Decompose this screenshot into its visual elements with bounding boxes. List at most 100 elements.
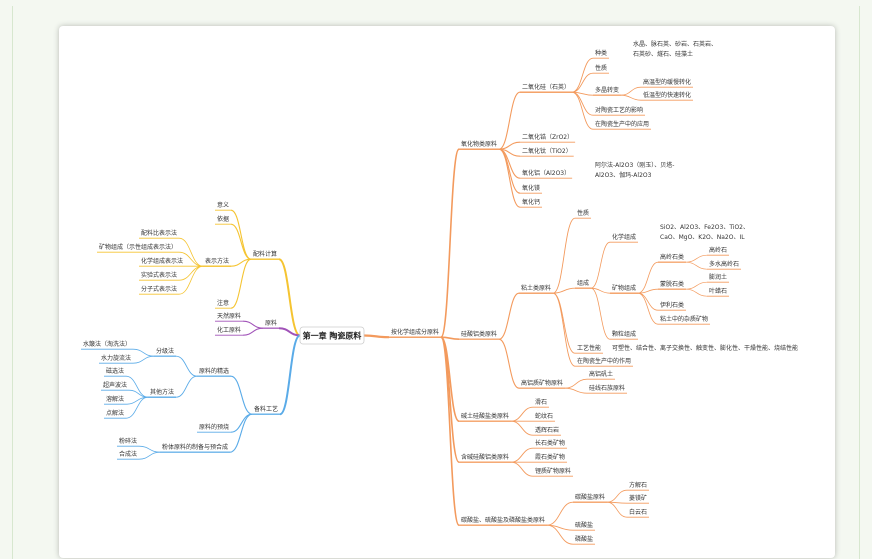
- node-magnetic[interactable]: 磁选法: [106, 367, 124, 375]
- node-alkali[interactable]: 含碱硅酸铝类原料: [461, 453, 509, 461]
- node-materials[interactable]: 原料: [265, 319, 277, 327]
- edge-node-mineral-composition: [591, 287, 611, 294]
- edge-node-note: [230, 258, 252, 309]
- edge-node-method-molecular: [178, 265, 204, 295]
- node-method-ratio[interactable]: 配料比表示法: [141, 229, 177, 237]
- node-crushing[interactable]: 粉碎法: [119, 437, 137, 445]
- node-transform-high[interactable]: 高温型的缓慢转化: [643, 78, 691, 86]
- node-method-empirical[interactable]: 实验式表示法: [141, 271, 177, 279]
- node-meaning[interactable]: 意义: [217, 201, 229, 209]
- node-bauxite[interactable]: 高铝矾土: [589, 370, 613, 378]
- root-node[interactable]: 第一章 陶瓷原料: [303, 331, 362, 341]
- node-talc[interactable]: 滑石: [535, 398, 547, 406]
- node-sulfate[interactable]: 硫酸盐: [575, 521, 593, 529]
- node-grading[interactable]: 分级法: [156, 347, 174, 355]
- node-particle[interactable]: 颗粒组成: [612, 330, 636, 338]
- edge-node-silica: [498, 91, 521, 150]
- node-sillimanite[interactable]: 硅线石族原料: [589, 384, 625, 392]
- edge-node-bauxite: [565, 378, 588, 389]
- node-chemical-materials[interactable]: 化工原料: [217, 326, 241, 334]
- edge-node-precalcine: [230, 413, 253, 433]
- node-dolomite[interactable]: 白云石: [629, 508, 647, 516]
- node-mineral-composition[interactable]: 矿物组成: [612, 284, 636, 292]
- node-method-chemical[interactable]: 化学组成表示法: [141, 257, 183, 265]
- edge-node-bentonite: [686, 281, 708, 290]
- node-dissolution[interactable]: 溶解法: [106, 395, 124, 403]
- node-calcite[interactable]: 方解石: [629, 481, 647, 489]
- node-elutriation[interactable]: 水簸法（淘洗法）: [83, 340, 131, 348]
- node-lithium[interactable]: 锂质矿物原料: [535, 467, 571, 475]
- edge-root-prep: [279, 334, 301, 416]
- edge-node-impurity: [637, 292, 659, 325]
- node-representation[interactable]: 表示方法: [205, 257, 229, 265]
- node-impurity[interactable]: 粘土中的杂质矿物: [660, 315, 708, 323]
- node-silica-effect[interactable]: 对陶瓷工艺的影响: [595, 106, 643, 114]
- edge-root-chem: [363, 334, 390, 339]
- node-pyrophyllite[interactable]: 叶蜡石: [709, 287, 727, 295]
- node-bentonite[interactable]: 膨润土: [709, 273, 727, 281]
- node-zirconia[interactable]: 二氧化锆（ZrO2）: [522, 133, 573, 141]
- node-aluminosilicate[interactable]: 硅酸铝类原料: [461, 330, 497, 338]
- edge-node-hydrocyclone: [133, 355, 155, 364]
- node-carbonate[interactable]: 碳酸盐原料: [575, 493, 605, 501]
- node-illite[interactable]: 伊利石类: [660, 301, 684, 309]
- node-titania[interactable]: 二氧化钛（TiO2）: [522, 147, 572, 155]
- node-clay[interactable]: 粘土类原料: [521, 284, 551, 292]
- edge-node-dolomite: [606, 501, 628, 518]
- edge-node-pyrophyllite: [686, 288, 708, 297]
- node-method-mineral[interactable]: 矿物组成（示性组成表示法）: [99, 243, 177, 251]
- node-carbonate-group[interactable]: 碳酸盐、硫酸盐及磷酸盐类原料: [461, 516, 545, 524]
- edge-node-clay-nature: [552, 217, 576, 294]
- node-silica[interactable]: 二氧化硅（石英）: [522, 83, 570, 91]
- node-transform-low[interactable]: 低温型的快速转化: [643, 91, 691, 99]
- node-batch-calc[interactable]: 配料计算: [253, 250, 277, 258]
- node-chem-classification[interactable]: 按化学组成分原料: [391, 328, 439, 336]
- node-alumina[interactable]: 氧化铝（Al2O3）: [522, 169, 570, 177]
- node-silica-usage[interactable]: 在陶瓷生产中的应用: [595, 120, 649, 128]
- edge-node-silica-kinds: [571, 57, 594, 93]
- node-method-molecular[interactable]: 分子式表示法: [141, 285, 177, 293]
- node-synthesis[interactable]: 合成法: [119, 450, 137, 458]
- node-clay-nature[interactable]: 性质: [577, 209, 589, 217]
- node-magnesia[interactable]: 氧化镁: [522, 184, 540, 192]
- edge-node-ultrasonic: [129, 389, 149, 398]
- node-hydrocyclone[interactable]: 水力旋流法: [101, 354, 131, 362]
- node-feldspar[interactable]: 长石类矿物: [535, 439, 565, 447]
- node-silica-kinds[interactable]: 种类: [595, 49, 607, 57]
- node-other-methods[interactable]: 其他方法: [150, 388, 174, 396]
- node-serpentine[interactable]: 蛇纹石: [535, 412, 553, 420]
- node-clay-role[interactable]: 在陶瓷生产中的作用: [577, 357, 631, 365]
- edge-node-electrolysis: [125, 396, 149, 419]
- node-kaolin[interactable]: 高岭石类: [660, 253, 684, 261]
- node-selection[interactable]: 原料的精选: [199, 367, 229, 375]
- node-powder[interactable]: 粉体原料的制备与预合成: [162, 443, 228, 451]
- edge-node-crushing: [139, 445, 161, 453]
- node-halloysite[interactable]: 多水高岭石: [709, 260, 739, 268]
- node-diopside[interactable]: 透辉石岩: [535, 426, 559, 434]
- node-clay-composition[interactable]: 组成: [577, 279, 589, 287]
- edge-node-talc: [510, 406, 534, 422]
- node-calcia[interactable]: 氧化钙: [522, 198, 540, 206]
- node-high-alumina[interactable]: 高铝质矿物原料: [521, 379, 563, 387]
- node-basis[interactable]: 依据: [217, 215, 229, 223]
- node-oxide[interactable]: 氧化物类原料: [461, 140, 497, 148]
- node-precalcine[interactable]: 原料的预烧: [199, 423, 229, 431]
- node-magnesite[interactable]: 菱镁矿: [629, 494, 647, 502]
- node-nepheline[interactable]: 霞石类矿物: [535, 453, 565, 461]
- node-alkaline-earth[interactable]: 碱土硅酸盐类原料: [461, 412, 509, 420]
- edge-node-lithium: [510, 461, 534, 477]
- node-phosphate[interactable]: 磷酸盐: [575, 535, 593, 543]
- node-preparation[interactable]: 备料工艺: [254, 405, 278, 413]
- node-silica-nature[interactable]: 性质: [595, 64, 607, 72]
- node-process[interactable]: 工艺性能: [577, 344, 601, 352]
- node-montmorillonite[interactable]: 蒙脱石类: [660, 280, 684, 288]
- node-note[interactable]: 注意: [217, 299, 229, 307]
- node-chem-composition[interactable]: 化学组成: [612, 233, 636, 241]
- edge-node-meaning: [230, 209, 252, 260]
- node-silica-transform[interactable]: 多晶转变: [595, 86, 619, 94]
- edge-node-clay-composition: [553, 287, 576, 294]
- node-natural[interactable]: 天然原料: [217, 312, 241, 320]
- node-ultrasonic[interactable]: 超声波法: [103, 381, 127, 389]
- node-electrolysis[interactable]: 点解法: [106, 409, 124, 417]
- node-kaolinite[interactable]: 高岭石: [709, 246, 727, 254]
